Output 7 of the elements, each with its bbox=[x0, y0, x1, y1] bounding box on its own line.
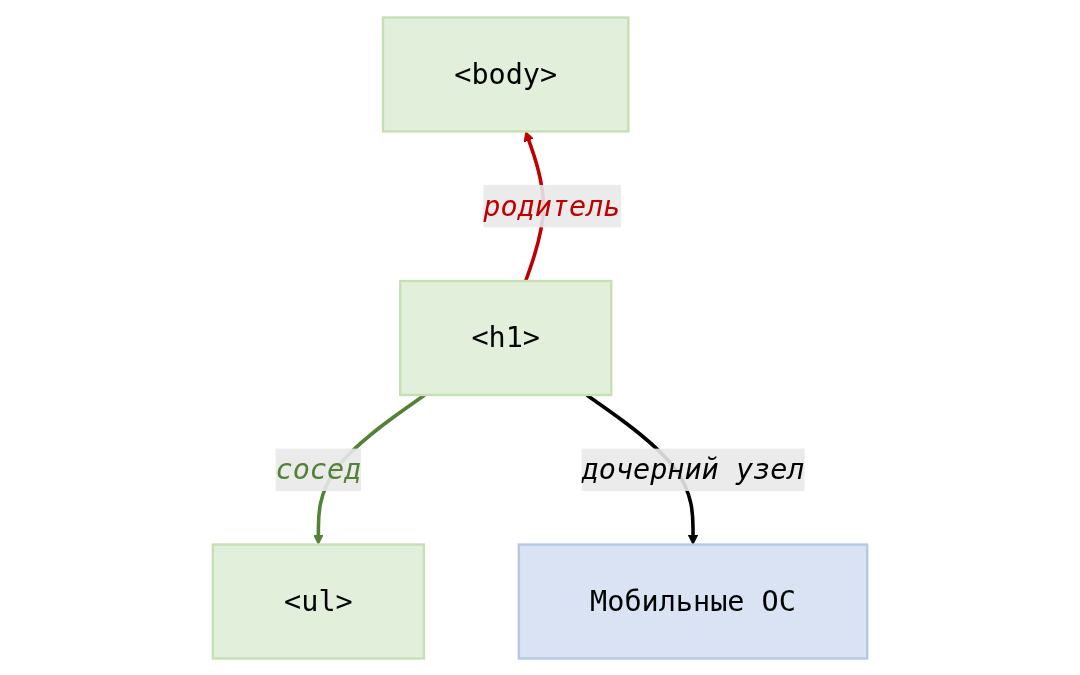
node-box: <body> bbox=[381, 15, 630, 133]
node-box: <ul> bbox=[211, 542, 426, 660]
edge-label: родитель bbox=[483, 189, 621, 223]
node-box: Мобильные ОС bbox=[517, 542, 869, 660]
edge-label: дочерний узел bbox=[581, 452, 805, 486]
edge-label: сосед bbox=[275, 452, 362, 486]
node-box: <h1> bbox=[399, 279, 613, 396]
